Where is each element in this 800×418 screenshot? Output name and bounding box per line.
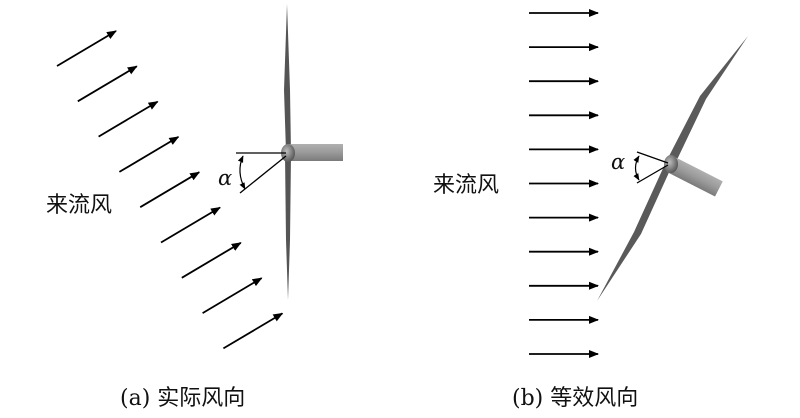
nacelle-b xyxy=(666,156,723,197)
turbine-a xyxy=(281,4,343,300)
nacelle-a xyxy=(287,144,343,161)
blade-a-upper xyxy=(284,4,291,152)
caption-b: (b) 等效风向 xyxy=(512,386,638,411)
wind-arrow xyxy=(222,312,284,350)
wind-arrows-b xyxy=(529,9,599,358)
blade-b-upper xyxy=(667,36,748,166)
wind-arrow xyxy=(98,100,159,138)
blade-a-lower xyxy=(285,154,291,300)
angle-marker-a xyxy=(236,152,287,194)
wind-arrow xyxy=(139,171,201,208)
inflow-label-b: 来流风 xyxy=(433,173,499,198)
wind-arrow xyxy=(118,136,180,173)
turbine-b xyxy=(597,36,748,301)
wind-arrow xyxy=(160,206,221,244)
caption-a: (a) 实际风向 xyxy=(120,386,245,411)
wind-arrow xyxy=(56,30,117,67)
wind-arrows-a xyxy=(56,30,284,350)
angle-symbol-b: α xyxy=(611,150,625,174)
angle-marker-b xyxy=(633,151,669,184)
hub-b xyxy=(664,155,678,173)
wind-arrow xyxy=(202,277,263,314)
panel-b: α 来流风 (b) 等效风向 xyxy=(433,9,748,411)
angle-symbol-a: α xyxy=(218,166,232,190)
wind-arrow xyxy=(181,242,242,279)
inflow-label-a: 来流风 xyxy=(46,193,112,218)
panel-a: α 来流风 (a) 实际风向 xyxy=(46,4,343,411)
wind-arrow xyxy=(77,65,138,103)
blade-b-lower xyxy=(597,164,671,301)
